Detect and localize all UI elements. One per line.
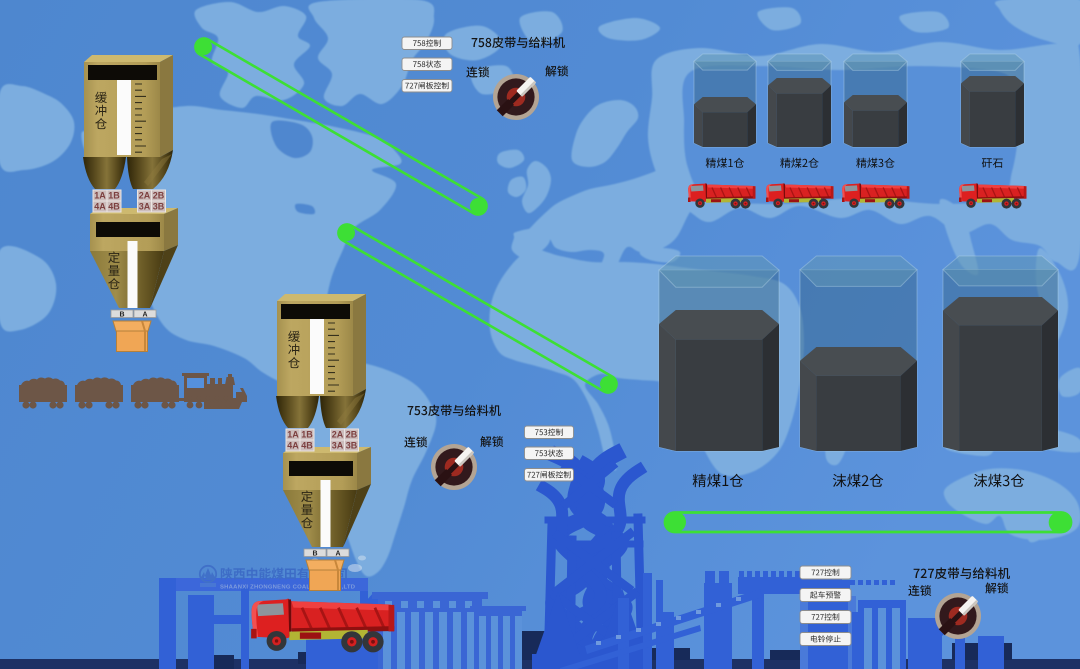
svg-text:4A: 4A	[287, 441, 299, 451]
svg-text:SHAANXI ZHONGNENG COALFIELD CO: SHAANXI ZHONGNENG COALFIELD CO.,LTD	[220, 585, 355, 591]
svg-text:2B: 2B	[153, 191, 165, 201]
svg-text:1B: 1B	[301, 430, 313, 440]
svg-text:B: B	[312, 550, 317, 557]
svg-text:2A: 2A	[139, 191, 151, 201]
svg-text:A: A	[142, 311, 147, 318]
svg-text:4B: 4B	[108, 202, 120, 212]
svg-text:1A: 1A	[94, 191, 106, 201]
svg-text:2B: 2B	[346, 430, 358, 440]
svg-text:1A: 1A	[287, 430, 299, 440]
svg-text:A: A	[335, 550, 340, 557]
svg-text:2A: 2A	[332, 430, 344, 440]
svg-text:3B: 3B	[346, 441, 358, 451]
svg-text:3A: 3A	[139, 202, 151, 212]
svg-text:4B: 4B	[301, 441, 313, 451]
svg-text:B: B	[119, 311, 124, 318]
svg-text:1B: 1B	[108, 191, 120, 201]
svg-text:3A: 3A	[332, 441, 344, 451]
svg-text:3B: 3B	[153, 202, 165, 212]
svg-text:4A: 4A	[94, 202, 106, 212]
